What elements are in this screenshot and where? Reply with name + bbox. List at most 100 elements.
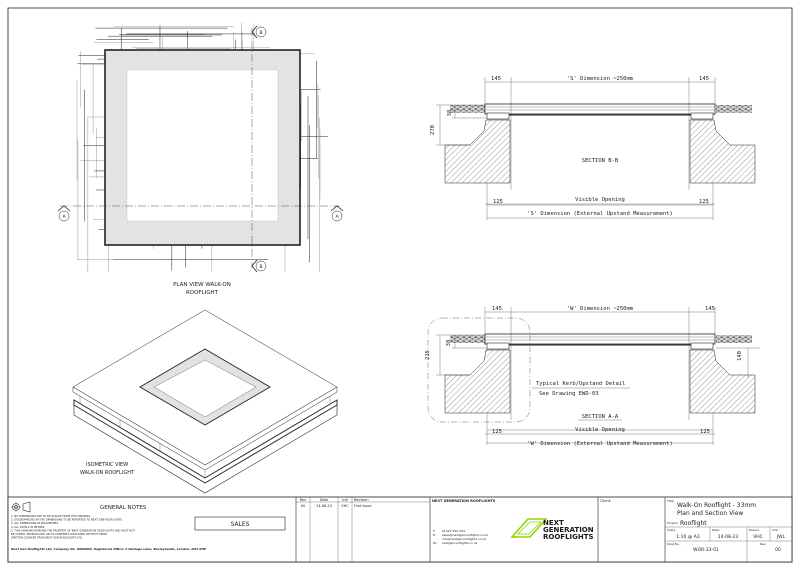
svg-text:Drawn:: Drawn: [749,528,760,532]
svg-text:'W' Dimension (External Upstan: 'W' Dimension (External Upstand Measurem… [527,441,673,447]
iso-rooflight-glazing [153,359,257,418]
svg-text:Visible Opening: Visible Opening [575,197,625,203]
section-marker-a-right: A [330,205,344,222]
section-marker-a-left: A [57,205,71,222]
svg-text:JWL: JWL [776,534,786,540]
svg-text:'W' Dimension ~250mm: 'W' Dimension ~250mm [567,306,634,312]
svg-text:Next Gen Rooflights Ltd, Compa: Next Gen Rooflights Ltd, Company No. 000… [11,547,207,551]
general-notes: GENERAL NOTES 1. NO DIMENSIONS ARE TO BE… [11,501,286,551]
section-a-a [436,307,760,445]
section-marker-b-bottom: B [251,259,267,273]
svg-text:125: 125 [700,429,710,435]
section-marker-b-top: B [251,25,267,39]
section-b-labels: 145 'S' Dimension ~250mm 145 270 38 SECT… [430,76,709,217]
section-b-b [436,77,756,220]
svg-text:Plan and Section View: Plan and Section View [677,510,743,517]
client-label: Client: [600,499,611,503]
svg-text:00: 00 [301,504,305,508]
svg-text:Rooflight: Rooflight [680,520,707,527]
svg-text:Rev: Rev [300,498,307,502]
svg-text:145: 145 [491,76,501,82]
status-stamp [194,516,286,531]
svg-text:See Drawing EWD-03: See Drawing EWD-03 [539,391,599,397]
svg-text:125: 125 [699,199,709,205]
svg-text:Scale:: Scale: [667,528,676,532]
svg-text:A: A [335,214,339,220]
svg-text:140: 140 [737,351,743,361]
svg-text:'S' Dimension (External Upstan: 'S' Dimension (External Upstand Measurem… [527,211,673,217]
svg-text:38: 38 [447,110,453,117]
svg-text:145: 145 [699,76,709,82]
projection-symbol-icon [11,501,31,513]
svg-text:Title:: Title: [666,499,674,503]
contact-prefix: T: [432,529,436,533]
drawing-title: Walk-On Rooflight - 33mm [677,502,756,509]
general-note: 1. NO DIMENSIONS ARE TO BE SCALED FROM T… [11,514,91,518]
svg-text:VHC: VHC [753,534,763,540]
kerb-detail-callout [427,317,531,423]
contact-prefix: W: [433,541,437,545]
svg-text:145: 145 [705,306,715,312]
svg-text:1:10 @ A3: 1:10 @ A3 [676,534,700,540]
general-note: 4. ALL LEVELS IN METRES. [11,525,45,529]
svg-text:Visible Opening: Visible Opening [575,427,625,433]
svg-text:B: B [259,264,262,270]
svg-text:00: 00 [775,547,781,553]
section-b-title: SECTION B-B [582,158,619,164]
svg-text:VHC: VHC [341,504,349,508]
contact-prefix: E: [433,533,436,537]
contact-value: 01322 250 254 [442,529,465,533]
revision-table: Rev Date Init Revision 00 14-08-23 VHC F… [296,497,430,562]
svg-text:125: 125 [492,429,502,435]
svg-text:Chk:: Chk: [772,528,779,532]
svg-text:ROOFLIGHTS: ROOFLIGHTS [543,533,594,541]
svg-text:270: 270 [430,125,436,135]
contact-value: nextgenrooflights.co.uk [442,541,478,545]
svg-text:125: 125 [493,199,503,205]
svg-text:NEXT GENERATION ROOFLIGHTS: NEXT GENERATION ROOFLIGHTS [432,499,496,503]
drawing-info: Title: Walk-On Rooflight - 33mm Plan and… [665,499,792,562]
plan-view: A A B B PLAN VIEW WALK-ON ROOFLIGHT [57,22,344,296]
general-note: 5. THIS DRAWING REMAINS THE PROPERTY OF … [11,528,135,532]
svg-text:First Issue: First Issue [354,504,372,508]
svg-text:Typical Kerb/Upstand Detail: Typical Kerb/Upstand Detail [536,381,625,387]
section-a-labels: 145 'W' Dimension ~250mm 145 215 38 140 … [425,306,743,447]
svg-text:Rev:: Rev: [760,542,766,546]
svg-text:Revision: Revision [354,498,369,502]
svg-text:Dwg No.:: Dwg No.: [667,542,681,546]
section-a-title: SECTION A-A [582,414,619,420]
general-note: 2. DISCREPANCIES IN SITE DIMENSIONS TO B… [11,518,123,522]
contact-value: info@nextgenrooflights.co.uk [442,537,486,541]
svg-text:A: A [62,214,66,220]
isometric-view: ISOMETRIC VIEW WALK-ON ROOFLIGHT [72,309,338,494]
company-block: NEXT GENERATION ROOFLIGHTS NEXT GENERATI… [432,499,594,545]
title-block: GENERAL NOTES 1. NO DIMENSIONS ARE TO BE… [7,496,793,563]
general-note: WRITTEN CONSENT FROM NEXT GEN ROOFLIGHTS… [11,536,83,540]
svg-text:'S' Dimension ~250mm: 'S' Dimension ~250mm [567,76,634,82]
svg-text:14-08-23: 14-08-23 [718,534,739,540]
plan-view-label: PLAN VIEW WALK-ON [173,282,231,288]
general-note: BE COPIED, REPRODUCED OR ITS CONTENTS DI… [11,532,107,536]
general-note: 3. ALL DIMENSIONS IN MILLIMETRES. [11,521,59,525]
svg-text:Date:: Date: [712,528,720,532]
svg-text:Project:: Project: [667,521,678,525]
isometric-view-label-2: WALK-ON ROOFLIGHT [80,470,135,476]
svg-text:14-08-23: 14-08-23 [316,504,332,508]
svg-text:NEXT: NEXT [543,519,564,527]
revision-row: 00 14-08-23 VHC First Issue [301,504,372,508]
svg-text:38: 38 [446,340,452,347]
contact-value: sales@nextgenrooflights.co.uk [442,533,488,537]
isometric-view-label: ISOMETRIC VIEW [86,462,128,468]
company-logo: NEXT GENERATION ROOFLIGHTS [510,518,594,541]
svg-text:SALES: SALES [231,521,250,528]
plan-view-label-2: ROOFLIGHT [186,290,219,296]
svg-text:GENERATION: GENERATION [543,526,594,534]
svg-text:GENERAL NOTES: GENERAL NOTES [100,505,147,511]
svg-text:145: 145 [492,306,502,312]
rooflight-glazing [126,69,279,222]
drawing-number: WOR-33-01 [693,547,719,553]
svg-text:B: B [259,30,262,36]
svg-text:Date: Date [320,498,328,502]
svg-text:Init: Init [342,498,348,502]
